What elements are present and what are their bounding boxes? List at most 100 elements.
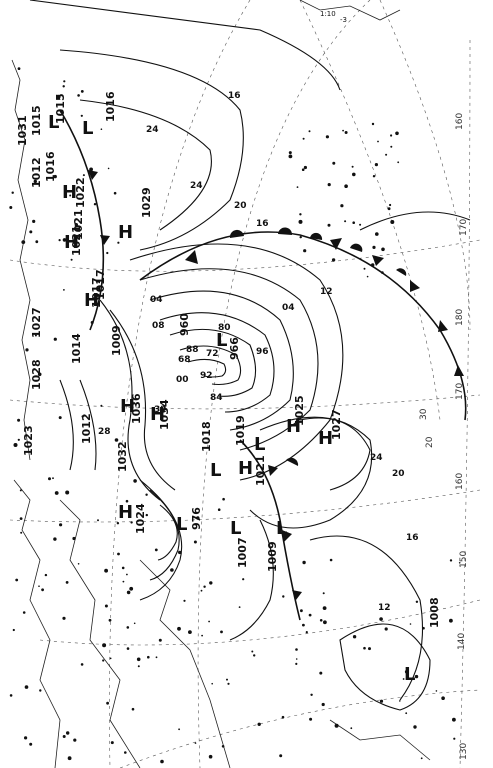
fronts xyxy=(59,109,467,621)
isobar-label: 24 xyxy=(146,125,159,135)
isobar-label: 20 xyxy=(392,469,405,479)
low-center-966: L xyxy=(216,330,227,351)
station-dot xyxy=(126,590,131,595)
high-value-1025: 1025 xyxy=(293,395,306,426)
station-dot xyxy=(58,239,61,242)
station-dot xyxy=(35,363,37,366)
high-center-1021b: H xyxy=(64,232,79,253)
station-dot xyxy=(62,238,67,242)
isobar-label: 00 xyxy=(176,375,189,385)
high-center-1017: H xyxy=(84,290,99,311)
station-dot xyxy=(449,559,453,562)
pressure-label: 1012 xyxy=(80,413,93,444)
station-dot xyxy=(122,580,125,583)
station-dot xyxy=(82,174,85,177)
station-dot xyxy=(327,183,331,187)
isobar-label: 12 xyxy=(378,603,391,613)
station-dot xyxy=(395,131,399,136)
low-center-1007: L xyxy=(230,518,241,539)
station-dot xyxy=(62,616,66,620)
station-dot xyxy=(12,628,15,632)
station-dot xyxy=(63,289,65,291)
station-dot xyxy=(53,174,57,179)
station-dot xyxy=(108,618,112,622)
isobar-label: 80 xyxy=(218,323,231,333)
pressure-label: 1009 xyxy=(110,325,123,356)
pressure-label: 1032 xyxy=(116,441,129,472)
station-dot xyxy=(44,573,48,577)
station-dot xyxy=(435,690,438,692)
station-dot xyxy=(208,754,213,759)
low-value-1019: 1019 xyxy=(234,415,247,446)
station-dot xyxy=(288,154,293,159)
latitude-label: 30 xyxy=(419,408,429,420)
station-dot xyxy=(133,622,136,625)
low-center-1019: L xyxy=(254,434,265,455)
low-value-1009: 1009 xyxy=(266,541,279,572)
station-text: 1:10 -3 xyxy=(320,10,347,24)
station-dot xyxy=(109,657,112,660)
high-value-1034: 1034 xyxy=(158,399,171,430)
station-dot xyxy=(302,623,305,627)
station-dot xyxy=(70,258,73,261)
longitude-label: 150 xyxy=(459,551,469,568)
station-dot xyxy=(302,137,305,140)
station-dot xyxy=(160,759,164,764)
station-dot xyxy=(257,722,261,726)
station-dot xyxy=(133,479,137,483)
station-dot xyxy=(384,627,388,631)
station-dot xyxy=(65,490,70,495)
station-dot xyxy=(323,620,327,625)
station-dot xyxy=(371,122,375,126)
station-dot xyxy=(458,562,461,564)
station-dot xyxy=(327,223,331,227)
station-dot xyxy=(117,552,120,556)
station-dot xyxy=(17,67,21,70)
station-dot xyxy=(56,94,61,99)
station-dot xyxy=(352,172,356,177)
station-dot xyxy=(17,438,20,441)
station-dot xyxy=(29,742,33,746)
station-dot xyxy=(13,443,18,447)
pressure-label: 1016 xyxy=(44,151,57,182)
station-dot xyxy=(322,592,325,595)
longitude-label: 170 xyxy=(459,219,469,236)
station-dot xyxy=(227,682,230,685)
station-dot xyxy=(381,271,384,274)
station-dot xyxy=(308,130,311,133)
low-value-1007: 1007 xyxy=(236,537,249,568)
graticule xyxy=(9,0,481,768)
station-dot xyxy=(100,404,103,407)
station-dot xyxy=(309,717,313,721)
station-dot xyxy=(129,586,134,591)
station-dot xyxy=(110,741,114,745)
station-label: -3 xyxy=(340,16,347,24)
station-dot xyxy=(387,207,391,211)
low-center-1015: L xyxy=(48,112,59,133)
high-center-1024: H xyxy=(118,502,133,523)
station-dot xyxy=(97,519,99,522)
station-dot xyxy=(67,756,72,761)
isobar-label: 20 xyxy=(234,201,247,211)
station-dot xyxy=(170,568,174,572)
longitude-label: 160 xyxy=(455,113,465,130)
cold-front-triangle xyxy=(88,170,98,180)
isobar-label: 16 xyxy=(256,219,269,229)
station-dot xyxy=(319,671,323,675)
pressure-label: 1021 xyxy=(72,209,85,240)
station-plots xyxy=(9,67,461,764)
station-dot xyxy=(390,220,395,224)
station-dot xyxy=(25,348,29,352)
station-dot xyxy=(298,219,303,224)
cold-front-triangle xyxy=(292,590,302,600)
station-dot xyxy=(77,94,80,97)
longitude-label: 130 xyxy=(459,743,469,760)
station-dot xyxy=(89,167,93,172)
station-dot xyxy=(29,230,33,234)
pressure-label: 1031 xyxy=(16,115,29,146)
station-dot xyxy=(332,161,336,165)
isobar-label: 28 xyxy=(98,427,111,437)
station-dot xyxy=(452,717,456,722)
station-dot xyxy=(154,548,158,552)
station-dot xyxy=(296,186,299,189)
